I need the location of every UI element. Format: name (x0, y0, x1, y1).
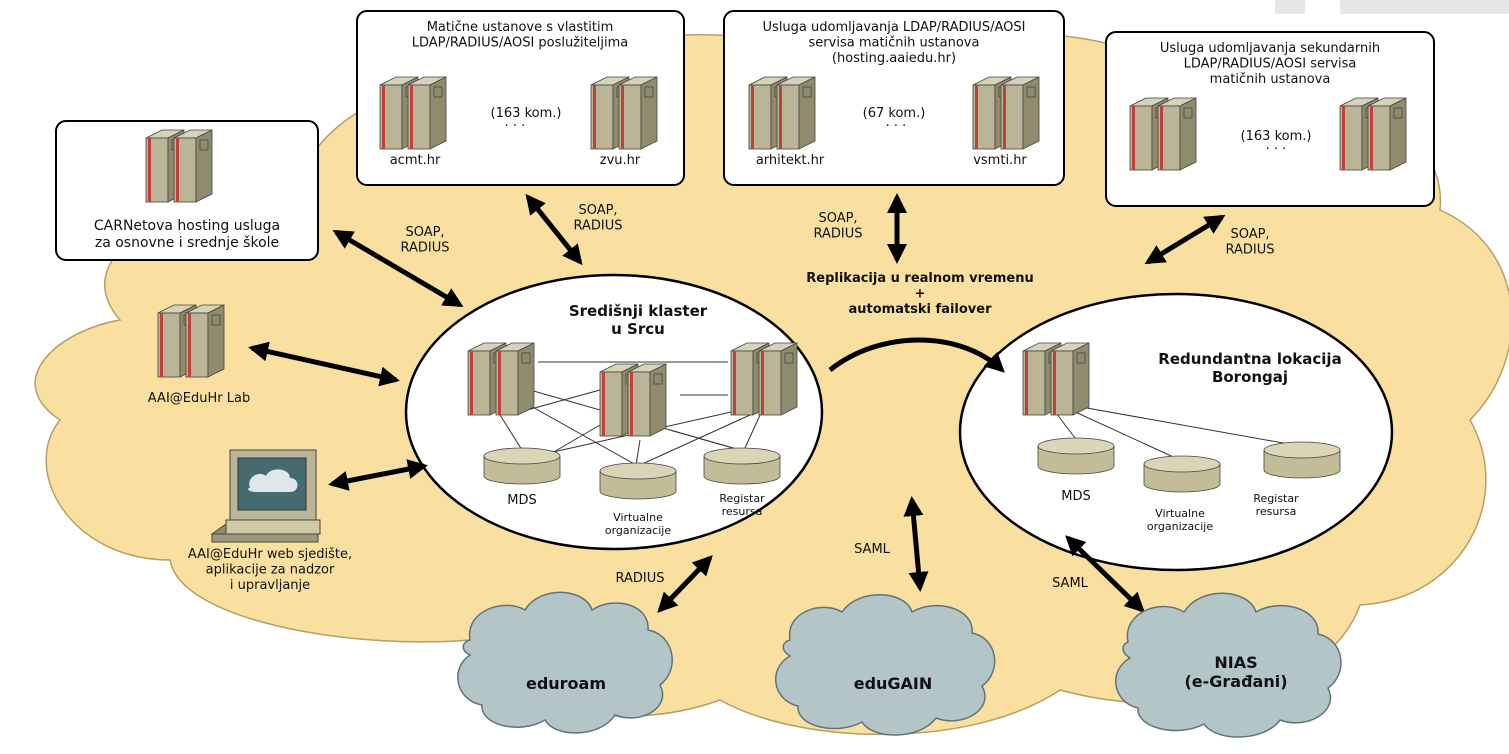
protocol-label-sekundarni: SOAP,RADIUS (1225, 227, 1274, 258)
arrow-cluster-eduroam (657, 555, 713, 613)
cluster-db-vo (599, 462, 677, 500)
vsmti-server-icon (973, 77, 1039, 149)
udomljavanje-ellipsis: · · · (886, 119, 907, 134)
sekundarni-right-server-icon (1340, 98, 1406, 170)
connection-arrows (248, 193, 1226, 613)
vsmti-label: vsmti.hr (973, 153, 1027, 168)
sekundarni-count: (163 kom.) (1241, 129, 1312, 144)
sekundarni-left-server-icon (1130, 98, 1196, 170)
background-strip-left (1275, 0, 1305, 14)
zvu-server-icon (591, 77, 657, 149)
cluster-server-1 (468, 343, 534, 415)
cluster-server-2 (600, 364, 666, 436)
zvu-label: zvu.hr (600, 153, 641, 168)
redundant-db-reg (1263, 441, 1341, 479)
redundant-db-vo (1143, 455, 1221, 493)
cluster-mds-label: MDS (507, 493, 536, 508)
arhitekt-server-icon (749, 77, 815, 149)
arrow-carnet-cluster (332, 229, 464, 308)
cluster-db-mds (483, 447, 561, 485)
redundant-db-mds (1037, 437, 1115, 475)
lab-label: AAI@EduHr Lab (148, 391, 250, 406)
sekundarni-ellipsis: · · · (1266, 142, 1287, 157)
arhitekt-label: arhitekt.hr (756, 153, 825, 168)
redundant-server (1023, 343, 1089, 415)
protocol-label-radius: RADIUS (615, 571, 664, 586)
acmt-server-icon (380, 77, 446, 149)
protocol-label-saml-edugain: SAML (854, 542, 891, 557)
arrow-lab-cluster (248, 341, 400, 387)
maticne-count: (163 kom.) (491, 106, 562, 121)
nias-label: NIAS(e-Građani) (1184, 653, 1287, 691)
protocol-label-udomljavanje: SOAP,RADIUS (813, 211, 862, 242)
protocol-label-maticne: SOAP,RADIUS (573, 203, 622, 234)
edugain-label: eduGAIN (854, 674, 933, 693)
acmt-label: acmt.hr (390, 153, 441, 168)
udomljavanje-count: (67 kom.) (863, 106, 926, 121)
eduroam-label: eduroam (526, 674, 606, 693)
carnet-server-icon (146, 130, 212, 202)
nias-cloud (1115, 592, 1342, 738)
eduroam-cloud (457, 591, 673, 734)
replication-label: Replikacija u realnom vremenu+automatski… (806, 271, 1033, 317)
protocol-label-carnet: SOAP,RADIUS (400, 225, 449, 256)
background-strip-right (1340, 0, 1509, 14)
arrow-sekundarni-redundant (1144, 214, 1226, 265)
cluster-server-3 (731, 343, 797, 415)
redundant-mds-label: MDS (1061, 489, 1090, 504)
arrow-maticne-cluster (525, 193, 583, 266)
web-label: AAI@EduHr web sjedište,aplikacije za nad… (188, 547, 352, 593)
maticne-ellipsis: · · · (505, 119, 526, 134)
computer-icon (210, 449, 321, 543)
replication-arrow (828, 337, 1005, 373)
cluster-db-reg (703, 447, 781, 485)
edugain-cloud (775, 594, 996, 736)
lab-server-icon (158, 305, 224, 377)
arrow-web-cluster (328, 459, 428, 491)
protocol-label-saml-nias: SAML (1052, 576, 1089, 591)
arrow-redundant-nias (1065, 535, 1145, 613)
arrow-cluster-edugain (903, 496, 929, 592)
